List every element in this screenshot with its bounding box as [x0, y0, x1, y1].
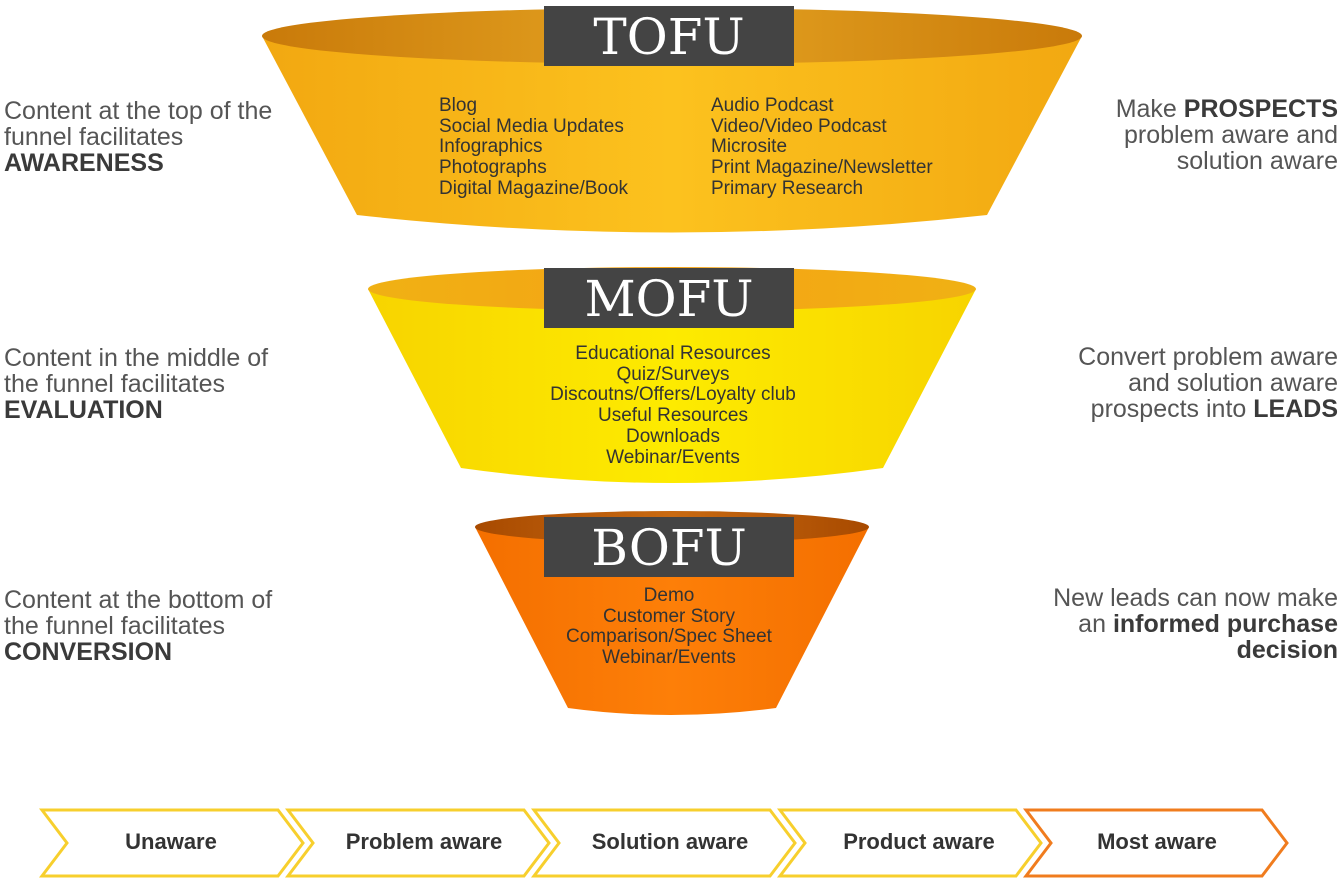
list-item: Audio Podcast [711, 95, 834, 116]
stage-label-most-aware: Most aware [1097, 829, 1217, 854]
list-item: Primary Research [711, 177, 864, 199]
stage-keyword: PROSPECTS [1183, 95, 1338, 123]
text-line: an [1078, 610, 1113, 638]
stage-chevron-solution-aware [530, 808, 797, 878]
bofu-left-description: Content at the bottom of the funnel faci… [4, 587, 324, 665]
stage-keyword: AWARENESS [4, 149, 164, 177]
list-item: Downloads [626, 425, 720, 447]
stage-keyword: informed purchase [1112, 610, 1338, 638]
text-line: problem aware and [1123, 121, 1338, 149]
text-line: the funnel facilitates [4, 612, 225, 640]
mofu-left-description: Content in the middle of the funnel faci… [4, 345, 324, 423]
list-item: Useful Resources [598, 405, 748, 427]
list-item: Digital Magazine/Book [439, 177, 629, 199]
text-line: New leads can now make [1053, 584, 1338, 612]
text-line: solution aware [1176, 147, 1338, 175]
tofu-left-description: Content at the top of the funnel facilit… [4, 98, 324, 176]
list-item: Photographs [439, 157, 547, 179]
stage-keyword: CONVERSION [4, 638, 173, 666]
list-item: Discoutns/Offers/Loyalty club [550, 384, 796, 406]
text-line: the funnel facilitates [4, 370, 225, 398]
list-item: Microsite [711, 136, 788, 158]
text-line: prospects into [1090, 395, 1254, 423]
mofu-items: Educational Resources Quiz/Surveys Disco… [522, 343, 824, 468]
stage-label-unaware: Unaware [125, 829, 217, 854]
list-item: Social Media Updates [439, 115, 624, 137]
list-item: Print Magazine/Newsletter [711, 157, 933, 179]
text-line: and solution aware [1128, 369, 1338, 397]
list-item: Educational Resources [575, 343, 771, 364]
bofu-items: Demo Customer Story Comparison/Spec Shee… [544, 585, 794, 669]
text-line: Content at the top of the [4, 97, 273, 125]
stage-label-problem-aware: Problem aware [345, 829, 503, 854]
awareness-stage-chevrons [38, 808, 1289, 878]
bofu-label: BOFU [544, 517, 794, 577]
mofu-right-description: Convert problem aware and solution aware… [1038, 344, 1338, 422]
stage-label-product-aware: Product aware [843, 829, 995, 854]
stage-chevron-most-aware [1022, 808, 1289, 878]
text-line: Convert problem aware [1078, 343, 1338, 371]
list-item: Blog [439, 95, 478, 116]
tofu-items-left: Blog Social Media Updates Infographics P… [439, 95, 629, 200]
mofu-label: MOFU [544, 268, 794, 328]
text-line: funnel facilitates [4, 123, 184, 151]
stage-keyword: decision [1236, 636, 1338, 664]
list-item: Demo [643, 585, 695, 606]
list-item: Video/Video Podcast [711, 115, 887, 137]
text-line: Content in the middle of [4, 344, 269, 372]
stage-chevron-product-aware [776, 808, 1043, 878]
stage-chevron-problem-aware [284, 808, 551, 878]
list-item: Infographics [439, 136, 543, 158]
text-line: Content at the bottom of [4, 586, 273, 614]
stage-keyword: EVALUATION [4, 396, 163, 424]
list-item: Webinar/Events [606, 446, 740, 468]
stage-label-solution-aware: Solution aware [591, 829, 749, 854]
bofu-right-description: New leads can now make an informed purch… [1038, 585, 1338, 663]
list-item: Comparison/Spec Sheet [566, 626, 772, 648]
list-item: Customer Story [603, 605, 735, 627]
tofu-items-right: Audio Podcast Video/Video Podcast Micros… [711, 95, 933, 200]
list-item: Quiz/Surveys [616, 363, 730, 385]
stage-chevron-unaware [38, 808, 305, 878]
stage-keyword: LEADS [1253, 395, 1338, 423]
text-line: Make [1115, 95, 1184, 123]
tofu-right-description: Make PROSPECTS problem aware and solutio… [1038, 96, 1338, 174]
tofu-label: TOFU [544, 6, 794, 66]
list-item: Webinar/Events [602, 647, 736, 669]
